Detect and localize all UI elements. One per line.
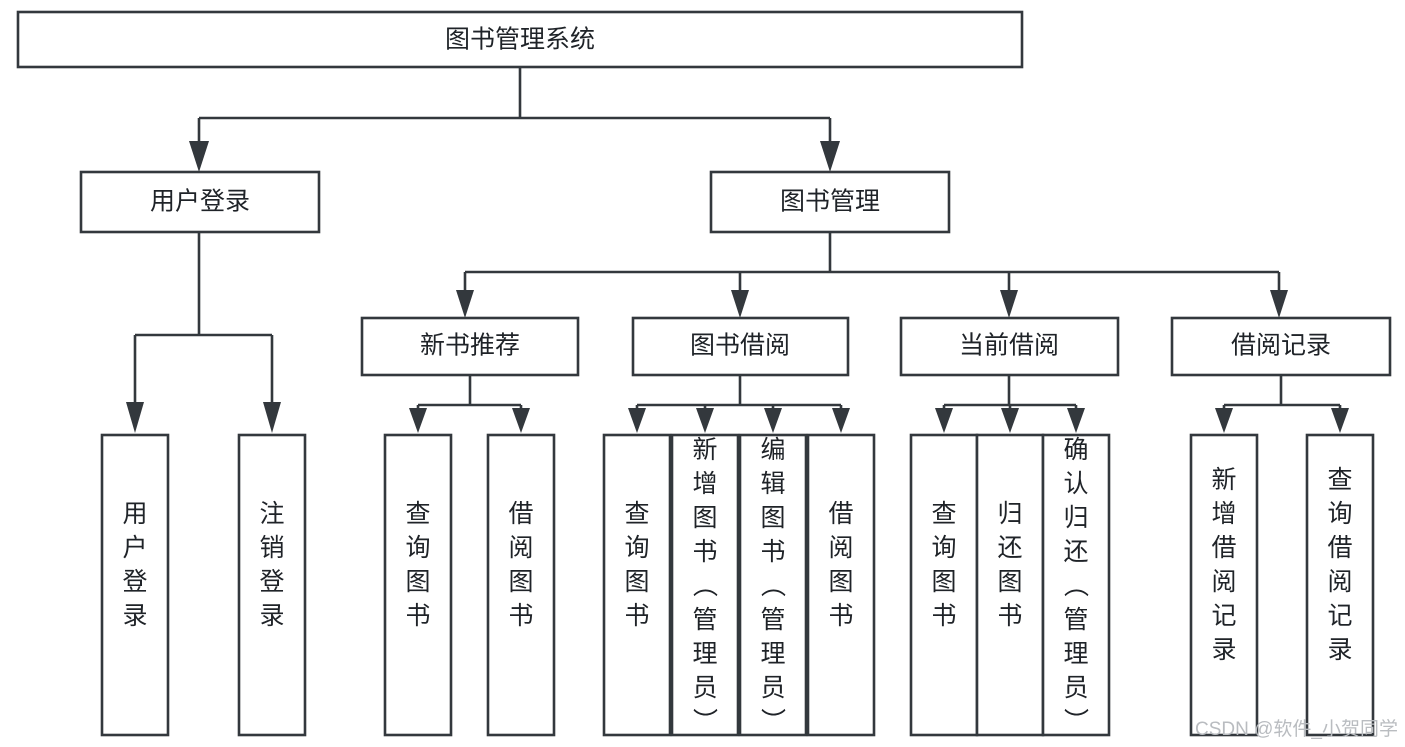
leaf-node-record-add[interactable]: 新增借阅记录	[1189, 433, 1259, 737]
node-label-leaf-borrow-add: 新增图书（管理员）	[692, 436, 718, 736]
leaf-node-borrow-query[interactable]: 查询图书	[602, 433, 672, 737]
leaf-node-current-confirm[interactable]: 确认归还（管理员）	[1041, 433, 1111, 737]
node-label-root: 图书管理系统	[445, 26, 595, 54]
leaf-node-borrow-add[interactable]: 新增图书（管理员）	[670, 433, 740, 737]
node-box-leaf-borrow-do[interactable]	[806, 433, 876, 737]
node-box-leaf-user-login[interactable]	[100, 433, 170, 737]
node-label-leaf-current-query: 查询图书	[931, 500, 956, 630]
arrow-head-record-leaf-1	[1215, 408, 1233, 433]
arrow-head-newbook-leaf-2	[512, 408, 530, 433]
node-label-leaf-borrow-do: 借阅图书	[828, 500, 853, 630]
node-box-borrow-record[interactable]	[1170, 316, 1392, 377]
node-label-leaf-user-login: 用户登录	[122, 500, 147, 630]
leaf-node-current-query[interactable]: 查询图书	[909, 433, 979, 737]
node-root-system[interactable]: 图书管理系统	[16, 10, 1024, 69]
arrow-head-current-leaf-3	[1067, 408, 1085, 433]
watermark-label: CSDN @软件_小贺同学	[1195, 718, 1398, 740]
node-user-login[interactable]: 用户登录	[79, 170, 321, 234]
leaf-node-borrow-edit[interactable]: 编辑图书（管理员）	[738, 433, 808, 737]
node-label-book-management: 图书管理	[780, 188, 880, 216]
leaf-node-newbook-borrow[interactable]: 借阅图书	[486, 433, 556, 737]
node-box-new-book-recommend[interactable]	[360, 316, 580, 377]
leaf-node-newbook-query[interactable]: 查询图书	[383, 433, 453, 737]
node-box-leaf-current-query[interactable]	[909, 433, 979, 737]
node-box-book-management[interactable]	[709, 170, 951, 234]
node-box-leaf-borrow-add[interactable]	[670, 433, 740, 737]
arrow-head-newbook-leaf-1	[409, 408, 427, 433]
node-new-book-recommend[interactable]: 新书推荐	[360, 316, 580, 377]
arrow-head-borrow-leaf-1	[628, 408, 646, 433]
node-label-leaf-current-confirm: 确认归还（管理员）	[1063, 436, 1089, 736]
arrow-head-current-leaf-1	[935, 408, 953, 433]
node-label-leaf-borrow-query: 查询图书	[624, 500, 649, 630]
node-label-book-borrow: 图书借阅	[690, 332, 790, 360]
node-label-leaf-borrow-edit: 编辑图书（管理员）	[760, 436, 786, 736]
node-box-leaf-newbook-borrow[interactable]	[486, 433, 556, 737]
node-box-user-login[interactable]	[79, 170, 321, 234]
arrow-head-leaf-logout	[263, 402, 281, 433]
node-box-leaf-record-query[interactable]	[1305, 433, 1375, 737]
arrow-head-newbook	[456, 290, 474, 318]
node-label-leaf-newbook-borrow: 借阅图书	[508, 500, 533, 630]
arrow-head-current-leaf-2	[1001, 408, 1019, 433]
node-label-new-book-recommend: 新书推荐	[420, 332, 520, 360]
arrow-head-borrow-leaf-4	[832, 408, 850, 433]
connector-layer	[126, 67, 1349, 433]
arrow-head-current	[1000, 290, 1018, 318]
leaf-node-user-login[interactable]: 用户登录	[100, 433, 170, 737]
node-box-leaf-newbook-query[interactable]	[383, 433, 453, 737]
leaf-node-record-query[interactable]: 查询借阅记录	[1305, 433, 1375, 737]
node-current-borrow[interactable]: 当前借阅	[899, 316, 1120, 377]
node-box-current-borrow[interactable]	[899, 316, 1120, 377]
node-label-leaf-record-add: 新增借阅记录	[1211, 466, 1236, 664]
arrow-head-user-login	[189, 141, 209, 172]
node-label-leaf-newbook-query: 查询图书	[405, 500, 430, 630]
node-book-borrow[interactable]: 图书借阅	[631, 316, 850, 377]
arrow-head-borrow-leaf-3	[764, 408, 782, 433]
arrow-head-book-mgmt	[820, 141, 840, 172]
node-box-leaf-record-add[interactable]	[1189, 433, 1259, 737]
node-label-user-login: 用户登录	[150, 188, 250, 216]
node-box-leaf-borrow-edit[interactable]	[738, 433, 808, 737]
arrow-head-borrow	[731, 290, 749, 318]
leaf-node-current-return[interactable]: 归还图书	[975, 433, 1045, 737]
node-box-root[interactable]	[16, 10, 1024, 69]
node-label-leaf-logout: 注销登录	[259, 500, 284, 630]
node-box-book-borrow[interactable]	[631, 316, 850, 377]
arrow-head-borrow-leaf-2	[696, 408, 714, 433]
node-box-leaf-logout[interactable]	[237, 433, 307, 737]
node-label-leaf-record-query: 查询借阅记录	[1327, 466, 1352, 664]
node-borrow-record[interactable]: 借阅记录	[1170, 316, 1392, 377]
node-box-leaf-current-confirm[interactable]	[1041, 433, 1111, 737]
arrow-head-record-leaf-2	[1331, 408, 1349, 433]
arrow-head-record	[1270, 290, 1288, 318]
node-label-current-borrow: 当前借阅	[959, 332, 1059, 360]
node-box-leaf-borrow-query[interactable]	[602, 433, 672, 737]
node-label-borrow-record: 借阅记录	[1231, 332, 1331, 360]
node-book-management[interactable]: 图书管理	[709, 170, 951, 234]
leaf-node-logout[interactable]: 注销登录	[237, 433, 307, 737]
leaf-node-borrow-do[interactable]: 借阅图书	[806, 433, 876, 737]
arrow-head-leaf-user-login	[126, 402, 144, 433]
node-label-leaf-current-return: 归还图书	[997, 500, 1022, 630]
